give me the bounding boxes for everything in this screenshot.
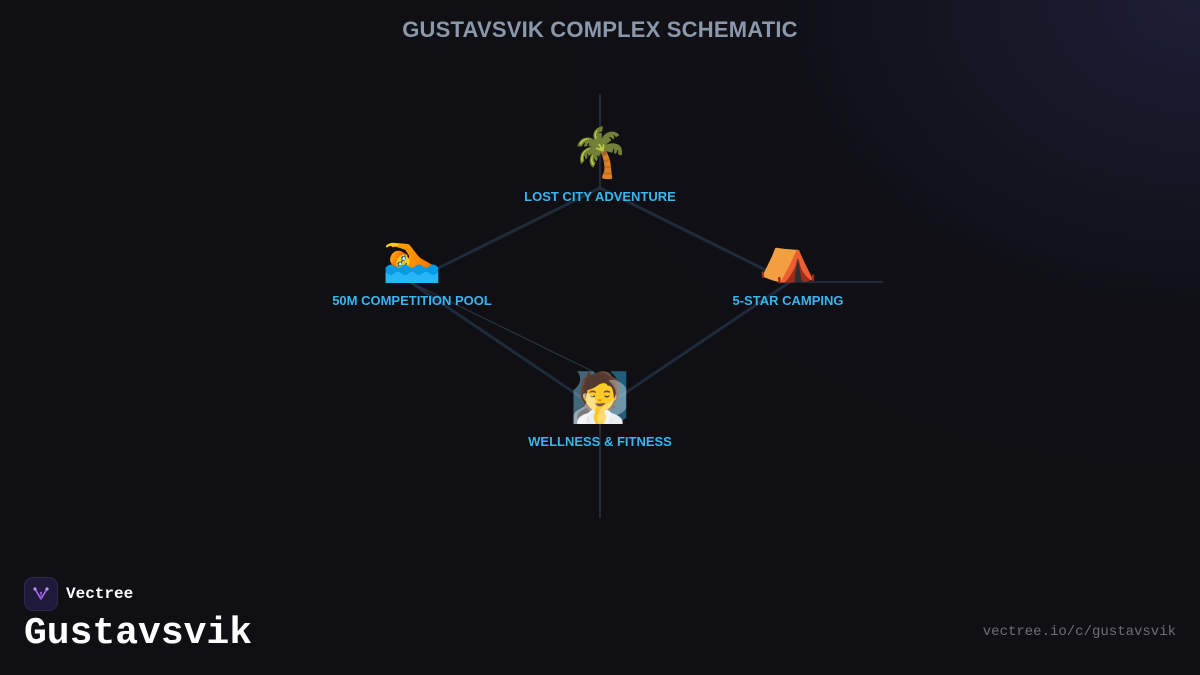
project-url[interactable]: vectree.io/c/gustavsvik <box>982 624 1176 640</box>
node-5-star-camping[interactable]: ⛺ 5-STAR CAMPING <box>658 231 918 308</box>
link-lostcity-pool <box>409 186 601 284</box>
link-pool-wellness <box>409 280 601 412</box>
page-title: GUSTAVSVIK COMPLEX SCHEMATIC <box>402 17 798 42</box>
link-lostcity-camping <box>599 186 791 284</box>
node-wellness-fitness[interactable]: 🧖 WELLNESS & FITNESS <box>470 372 730 449</box>
project-name: Gustavsvik <box>24 612 253 655</box>
link-pool-wellness-thin <box>409 281 601 376</box>
node-label: LOST CITY ADVENTURE <box>524 189 676 204</box>
vectree-logo-icon <box>24 577 58 611</box>
node-lost-city-adventure[interactable]: 🌴 LOST CITY ADVENTURE <box>470 127 730 204</box>
tent-icon: ⛺ <box>758 229 818 285</box>
node-50m-competition-pool[interactable]: 🏊 50M COMPETITION POOL <box>282 231 542 308</box>
node-label: 5-STAR CAMPING <box>732 293 844 308</box>
palm-tree-icon: 🌴 <box>570 125 630 181</box>
brand[interactable]: Vectree <box>24 577 133 611</box>
brand-name: Vectree <box>66 585 134 603</box>
link-camping-wellness <box>599 280 791 412</box>
node-label: WELLNESS & FITNESS <box>528 434 672 449</box>
sauna-person-icon: 🧖 <box>570 370 630 426</box>
node-label: 50M COMPETITION POOL <box>332 293 492 308</box>
swimmer-icon: 🏊 <box>382 229 442 285</box>
